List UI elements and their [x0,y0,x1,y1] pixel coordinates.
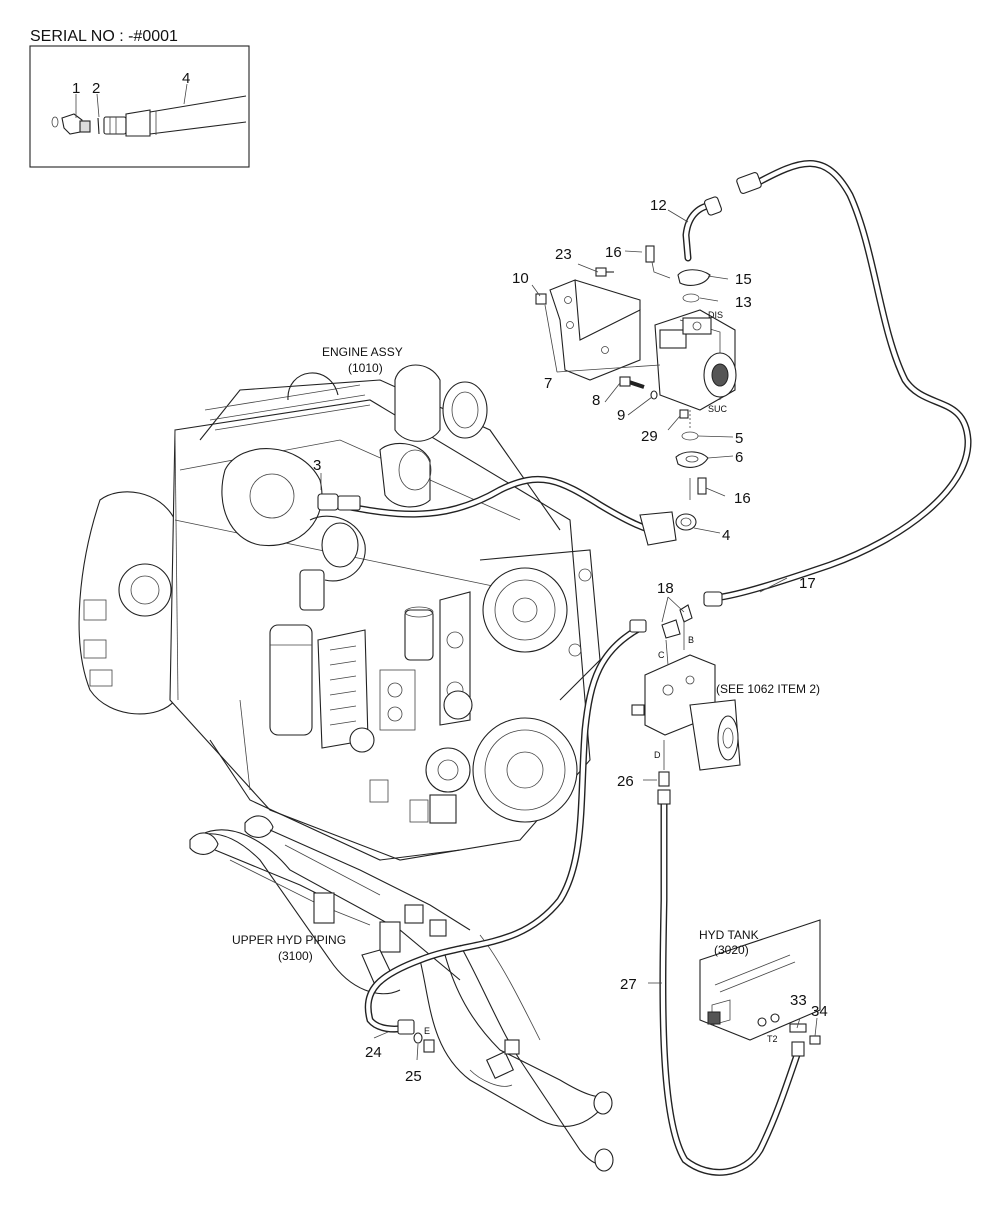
tank-return-hose-27 [657,789,805,1176]
inset-frame [29,45,250,168]
callout-25: 25 [405,1068,422,1085]
pump-bracket-assembly [535,196,737,500]
port-suc-label: SUC [708,404,728,414]
port-e-label: E [424,1026,430,1036]
suction-hose-4 [317,475,697,546]
callout-26: 26 [617,773,634,790]
callout-34: 34 [811,1003,828,1020]
port-b-label: B [688,635,694,645]
callout-16-lower: 16 [734,490,751,507]
hyd-tank-ref: (3020) [714,943,749,957]
upper-hyd-piping-name: UPPER HYD PIPING [232,933,346,947]
callout-17: 17 [799,575,816,592]
callout-13: 13 [735,294,752,311]
callout-29: 29 [641,428,658,445]
port-c-label: C [658,650,665,660]
callout-9: 9 [617,407,625,424]
inset-callout-4: 4 [182,70,190,87]
engine-assy-ref: (1010) [348,361,383,375]
inset-parts [51,95,247,137]
callout-15: 15 [735,271,752,288]
valve-block-assembly [631,604,741,787]
engine-assy-name: ENGINE ASSY [322,345,403,359]
callout-10: 10 [512,270,529,287]
port-t2-label: T2 [767,1034,778,1044]
inset-callout-2: 2 [92,80,100,97]
callout-7: 7 [544,375,552,392]
port-dis-label: DIS [708,310,723,320]
callout-27: 27 [620,976,637,993]
callout-12: 12 [650,197,667,214]
callout-23: 23 [555,246,572,263]
hyd-tank-name: HYD TANK [699,928,759,942]
inset-callout-1: 1 [72,80,80,97]
upper-hyd-piping-ref: (3100) [278,949,313,963]
serial-number-label: SERIAL NO : -#0001 [30,28,178,45]
callout-33: 33 [790,992,807,1009]
callout-4: 4 [722,527,730,544]
drain-hose-24 [364,619,647,1053]
see-1062-note: (SEE 1062 ITEM 2) [716,682,820,696]
callout-8: 8 [592,392,600,409]
callout-18: 18 [657,580,674,597]
upper-hyd-piping-drawing [189,815,614,1172]
pressure-hose-17 [703,160,972,607]
serial-inset: SERIAL NO : -#0001 1 2 4 [29,28,250,168]
port-d-label: D [654,750,661,760]
leader-lines [320,209,818,1061]
engine-assembly-drawing [78,364,601,861]
callout-24: 24 [365,1044,382,1061]
callout-5: 5 [735,430,743,447]
callout-16-upper: 16 [605,244,622,261]
callout-3: 3 [313,457,321,474]
callout-6: 6 [735,449,743,466]
